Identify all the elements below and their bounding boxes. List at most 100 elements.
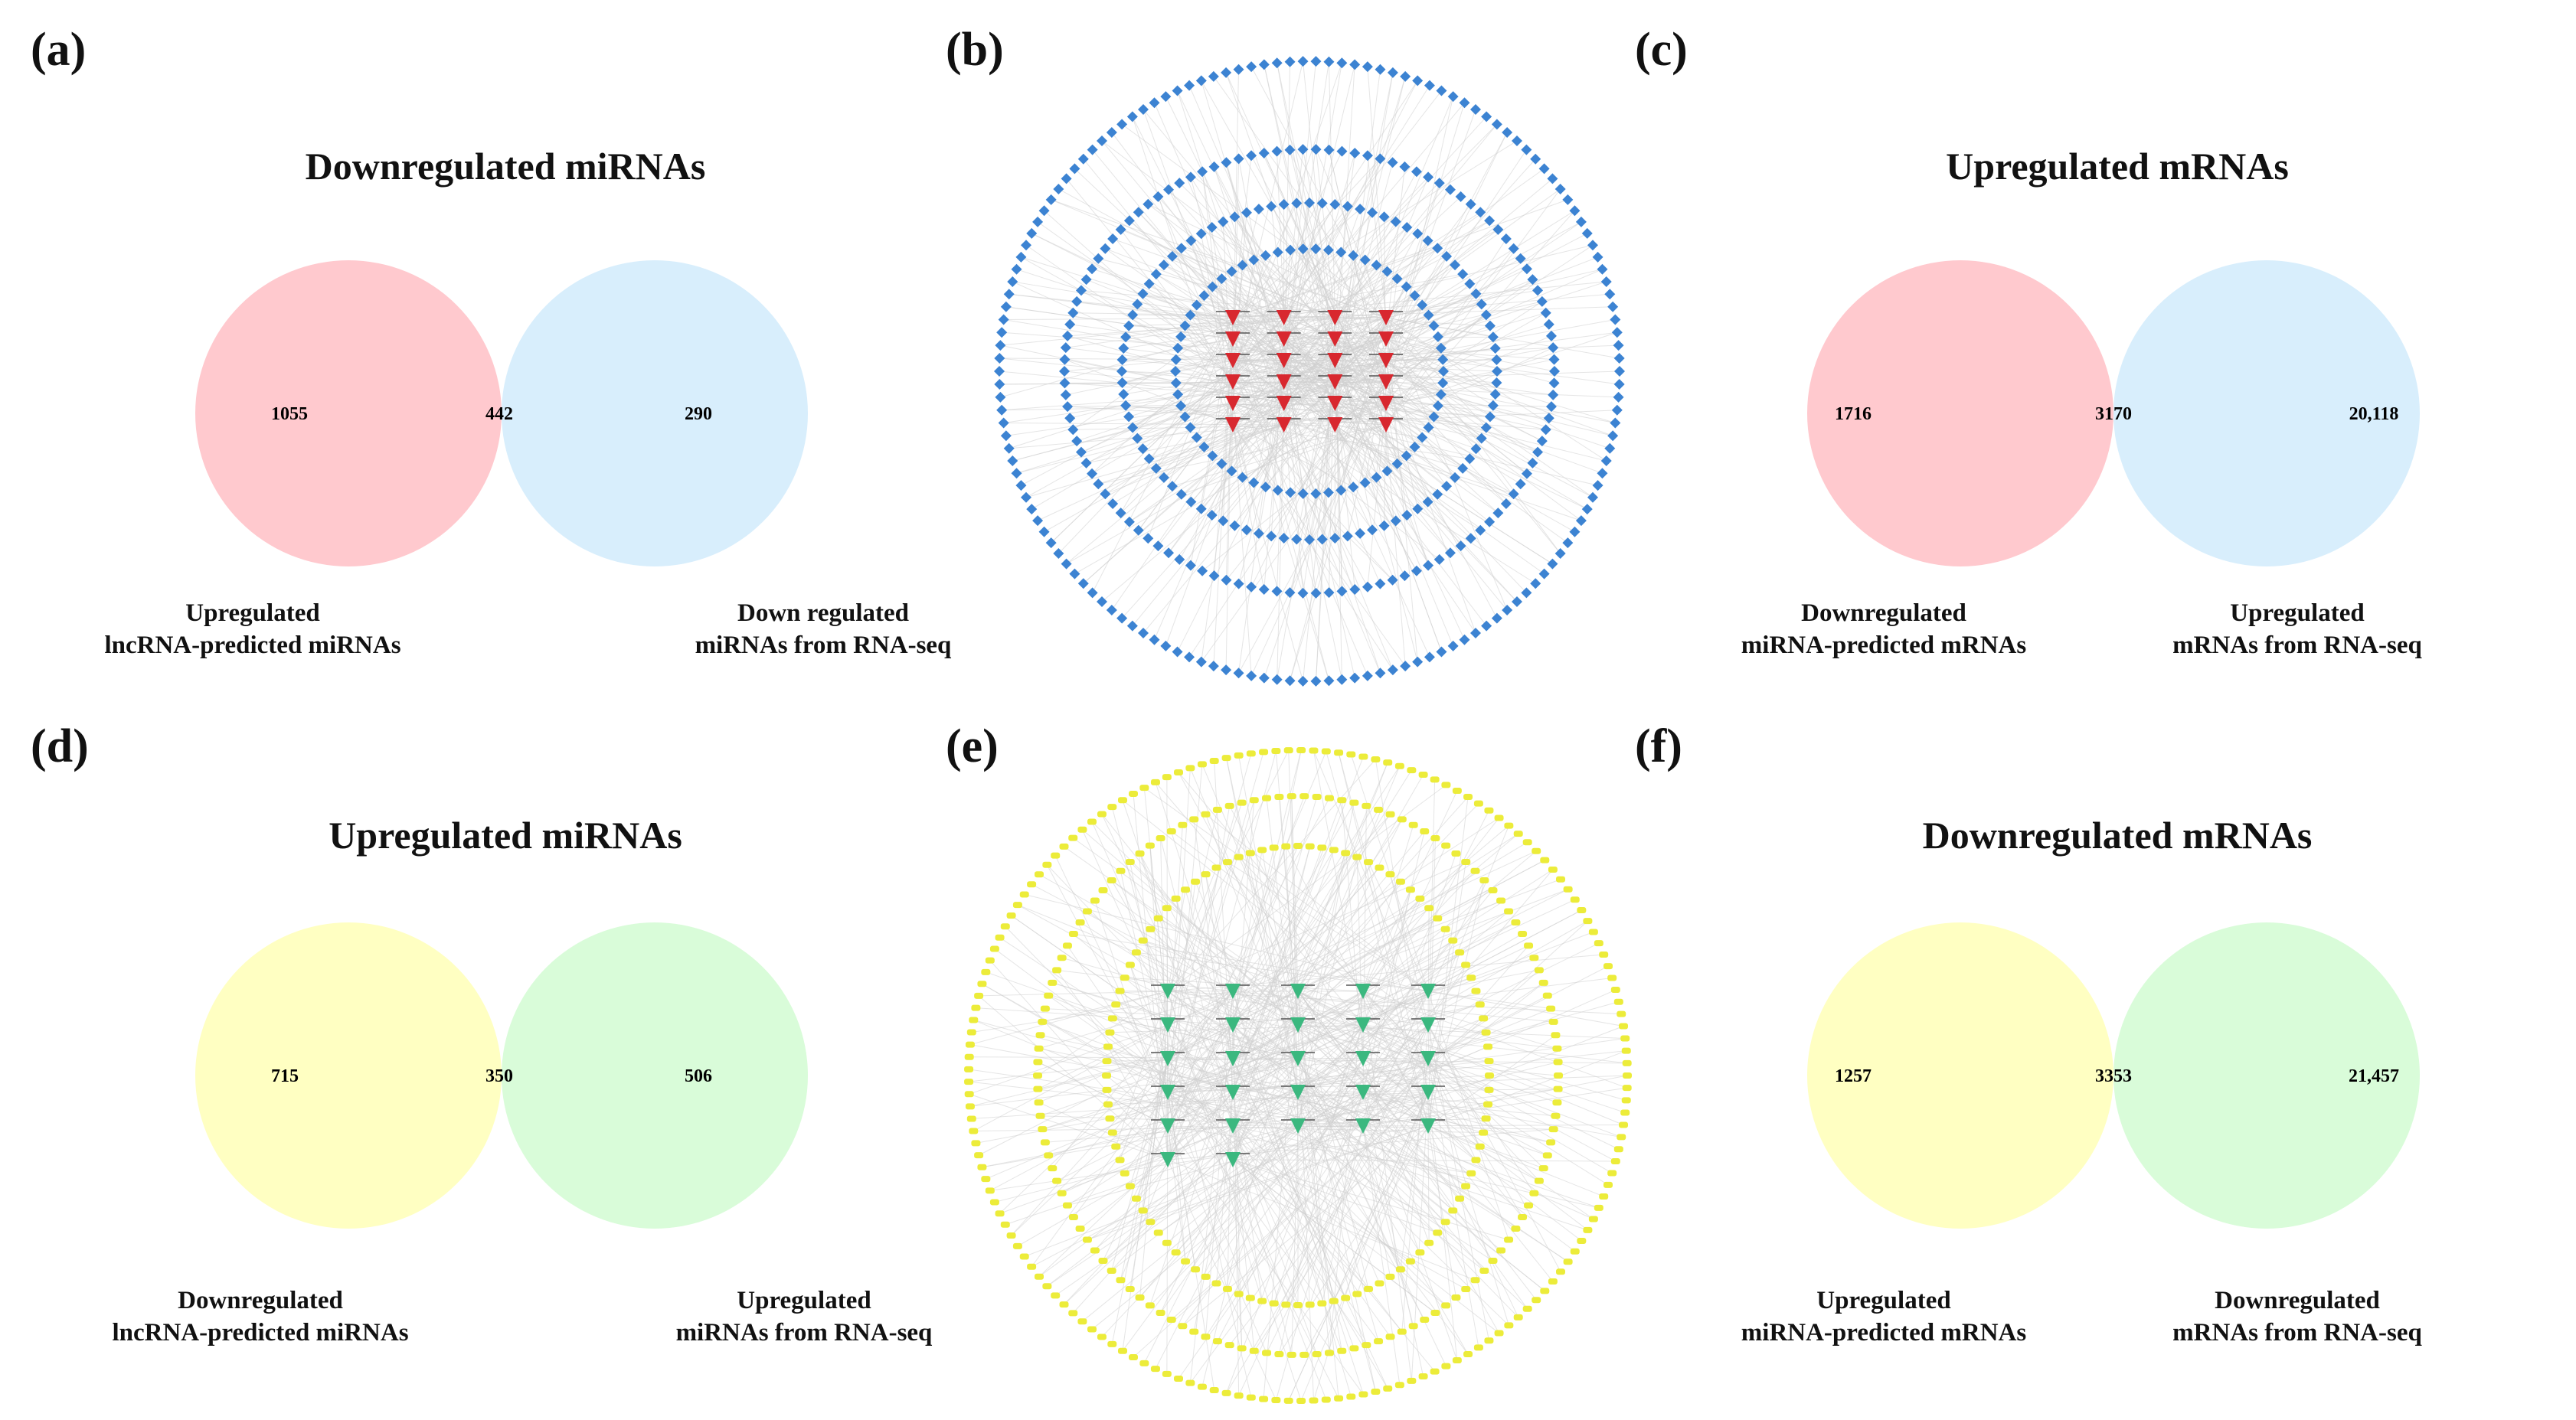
network-edge: [969, 1058, 1169, 1082]
network-node: [1530, 153, 1541, 165]
network-node: [1412, 503, 1424, 514]
network-node: [1408, 1323, 1418, 1330]
network-node: [1246, 1394, 1256, 1401]
network-edge: [1273, 1092, 1364, 1304]
network-node: [1061, 173, 1072, 184]
network-edge: [1167, 881, 1196, 1093]
network-node: [1107, 1267, 1116, 1274]
network-node: [1000, 301, 1012, 312]
network-edge: [1163, 264, 1387, 361]
network-node: [1600, 455, 1612, 467]
network-node: [1087, 1326, 1097, 1333]
network-edge: [1091, 821, 1169, 992]
network-node: [1208, 570, 1220, 582]
network-node: [1455, 191, 1466, 202]
network-node: [1015, 480, 1027, 491]
network-node: [1438, 366, 1449, 377]
network-node: [1297, 243, 1309, 255]
network-node: [1397, 816, 1407, 823]
network-node: [1532, 1297, 1541, 1304]
network-node: [1106, 126, 1117, 138]
network-edge: [1232, 199, 1568, 318]
network-node: [1150, 779, 1160, 785]
network-edge: [1129, 965, 1169, 1059]
network-center-node: [1378, 374, 1394, 390]
network-node: [964, 1066, 974, 1072]
network-node: [1011, 468, 1022, 479]
network-center-node: [1355, 1051, 1371, 1066]
network-node: [1172, 389, 1184, 400]
set-label-d-left-line1: Downregulated: [178, 1287, 343, 1314]
network-node: [1246, 150, 1257, 162]
network-node: [1592, 251, 1603, 263]
network-edge: [1328, 250, 1387, 361]
network-edge: [1201, 424, 1387, 572]
network-edge: [1328, 61, 1335, 318]
network-edge: [1334, 403, 1451, 553]
network-node: [1116, 377, 1128, 389]
network-node: [1068, 930, 1078, 937]
network-node: [1470, 104, 1482, 116]
network-edge: [1167, 1125, 1267, 1353]
network-node: [1115, 224, 1126, 235]
network-node: [1222, 1285, 1232, 1292]
network-node: [1153, 1229, 1163, 1236]
network-node: [1548, 389, 1559, 400]
network-node: [1383, 1385, 1393, 1392]
network-node: [1411, 565, 1422, 576]
network-node: [1349, 59, 1361, 70]
network-node: [1175, 400, 1187, 412]
network-node: [1272, 485, 1283, 496]
network-node: [1367, 524, 1378, 536]
network-edge: [1334, 317, 1429, 566]
network-node: [1312, 1351, 1322, 1358]
network-edge: [1427, 977, 1472, 992]
network-node: [1075, 1226, 1085, 1232]
network-node: [1362, 150, 1373, 162]
network-edge: [1201, 360, 1335, 510]
network-node: [1059, 377, 1071, 389]
network-node: [1464, 453, 1476, 465]
network-node: [1364, 859, 1374, 866]
network-node: [1401, 450, 1412, 462]
network-edge: [1297, 991, 1453, 1211]
network-node: [1166, 250, 1178, 262]
network-node: [1599, 1193, 1609, 1200]
network-node: [1435, 342, 1447, 354]
network-edge: [1232, 212, 1373, 404]
network-edge: [1139, 853, 1234, 1160]
network-edge: [1167, 890, 1186, 992]
network-edge: [1232, 831, 1425, 1059]
network-node: [1385, 1333, 1395, 1340]
network-edge: [1232, 273, 1463, 318]
network-edge: [1232, 424, 1406, 667]
network-node: [1518, 1214, 1528, 1221]
network-edge: [1167, 1159, 1476, 1281]
network-node: [1341, 850, 1351, 857]
network-node: [1569, 205, 1581, 217]
venn-d-left-count: 715: [271, 1066, 299, 1086]
network-edge: [1385, 317, 1487, 429]
network-node: [1189, 1328, 1199, 1335]
network-node: [1090, 897, 1100, 904]
network-node: [1424, 905, 1434, 912]
network-node: [981, 1176, 991, 1183]
panel-label-d: (d): [31, 720, 89, 772]
network-node: [1529, 955, 1539, 961]
network-edge: [1047, 1159, 1234, 1287]
set-label-c-right: Upregulated mRNAs from RNA-seq: [2029, 597, 2565, 661]
network-edge: [1291, 796, 1299, 1127]
network-edge: [1201, 171, 1234, 361]
network-edge: [1296, 360, 1387, 540]
network-node: [1027, 881, 1037, 888]
network-node: [1511, 1226, 1521, 1232]
network-node: [1542, 992, 1552, 999]
network-node: [1522, 839, 1532, 846]
network-edge: [1232, 403, 1486, 429]
network-node: [1405, 1258, 1415, 1265]
network-node: [1546, 1005, 1556, 1012]
network-node: [985, 1187, 995, 1194]
network-edge: [1362, 1125, 1401, 1386]
network-node: [1245, 1294, 1255, 1301]
network-node: [1211, 1280, 1221, 1287]
